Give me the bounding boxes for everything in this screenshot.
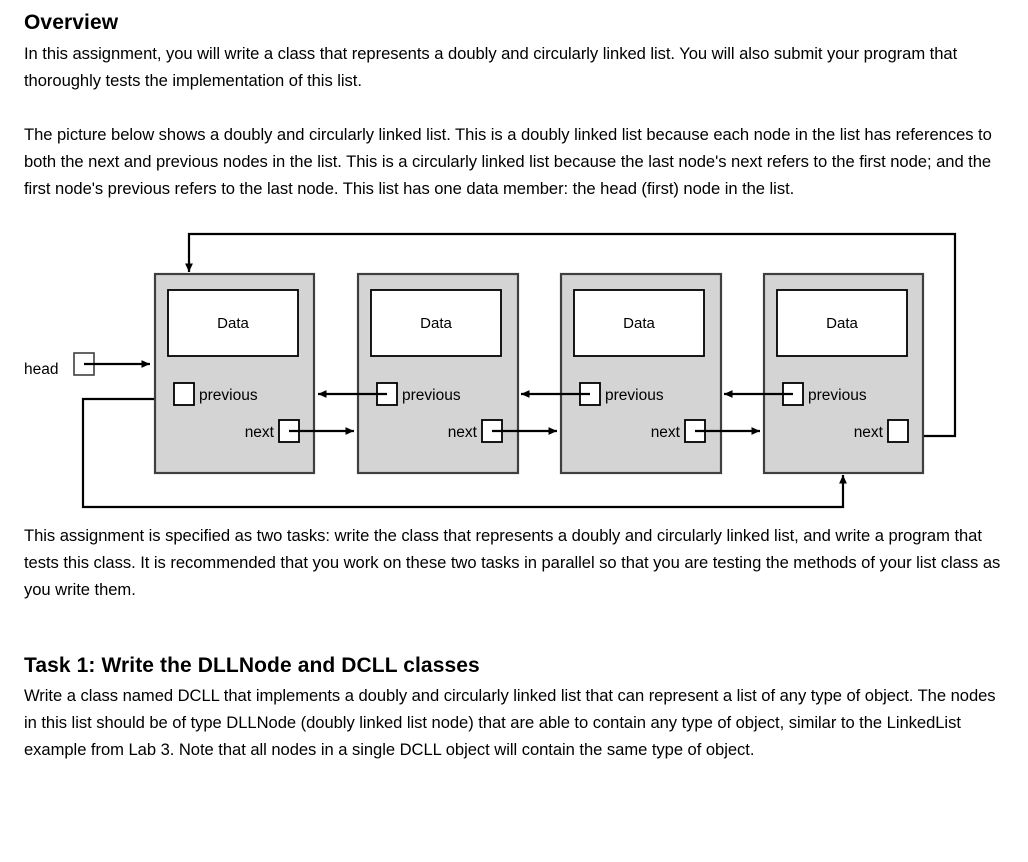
node-4-data-box (776, 289, 908, 357)
node-4-data-label: Data (826, 315, 858, 332)
node-2-data-box (370, 289, 502, 357)
arrow-last-next-to-head (185, 232, 957, 438)
head-label: head (24, 361, 58, 378)
node-1-data-label: Data (217, 315, 249, 332)
linked-list-diagram: head Data previous next Data pre (0, 222, 980, 522)
node-1-data-box (167, 289, 299, 357)
node-1-next-label: next (245, 424, 275, 441)
node-4: Data previous next (762, 272, 925, 475)
overview-paragraph-3: This assignment is specified as two task… (24, 526, 1001, 599)
node-2-next-label: next (448, 424, 478, 441)
node-2: Data previous next (356, 272, 520, 475)
overview-paragraph-2: The picture below shows a doubly and cir… (24, 125, 992, 198)
overview-paragraph-1: In this assignment, you will write a cla… (24, 44, 958, 90)
node-3-data-label: Data (623, 315, 655, 332)
head-pointer: head (24, 352, 150, 378)
node-3-data-box (573, 289, 705, 357)
node-2-previous-label: previous (402, 387, 461, 404)
task-spacer (24, 603, 1004, 653)
node-4-previous-label: previous (808, 387, 867, 404)
node-1-previous-label: previous (199, 387, 258, 404)
task-1-heading: Task 1: Write the DLLNode and DCLL class… (24, 654, 480, 677)
node-3-next-label: next (651, 424, 681, 441)
task-1-paragraph-1: Write a class named DCLL that implements… (24, 686, 996, 759)
node-1: Data previous next (153, 272, 316, 475)
node-3: Data previous next (559, 272, 723, 475)
arrow-first-previous-to-last (81, 397, 847, 509)
node-4-next-box (887, 419, 909, 443)
node-1-previous-box (173, 382, 195, 406)
node-2-data-label: Data (420, 315, 452, 332)
page-title: Overview (24, 11, 119, 34)
node-3-previous-label: previous (605, 387, 664, 404)
node-4-next-label: next (854, 424, 884, 441)
document-page: Overview In this assignment, you will wr… (0, 10, 1028, 862)
paragraph-spacer (24, 94, 1004, 121)
